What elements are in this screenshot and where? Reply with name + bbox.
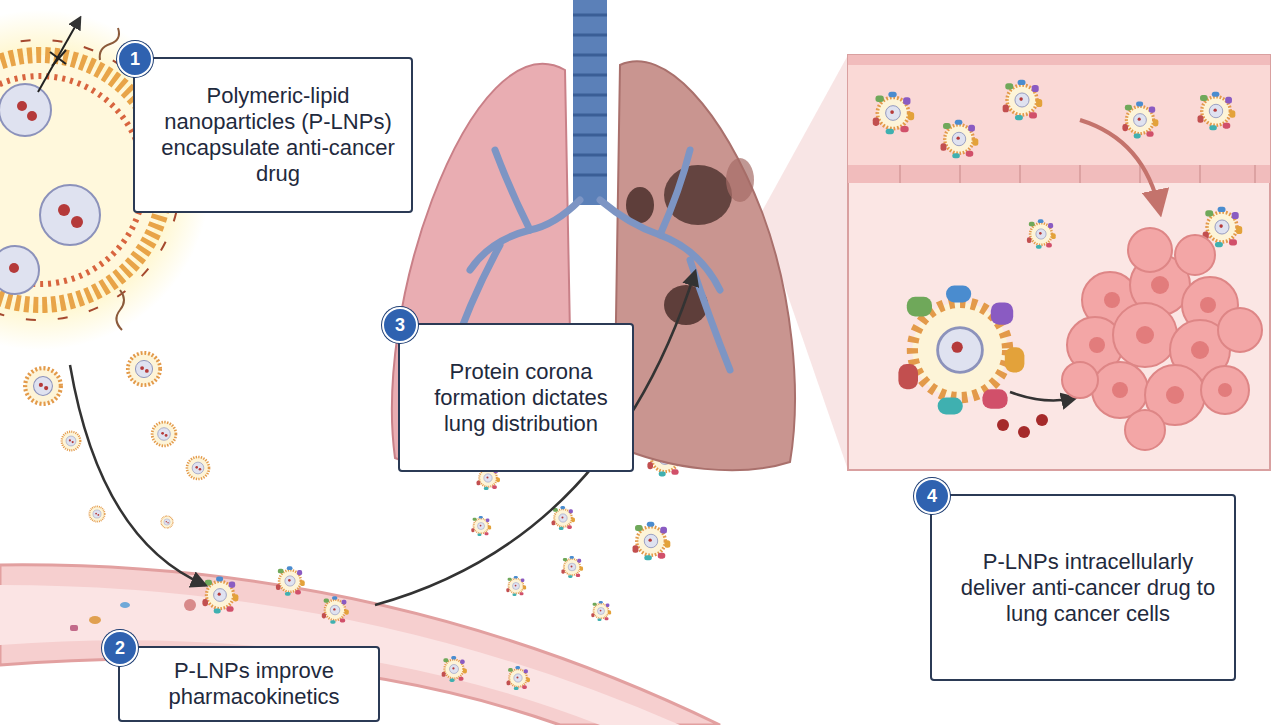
tumor-cells <box>1062 228 1262 450</box>
lungs <box>392 0 795 470</box>
step-box: 2P-LNPs improve pharmacokinetics <box>118 646 380 722</box>
step-text: P-LNPs improve pharmacokinetics <box>144 658 364 710</box>
inset-panel <box>848 55 1270 470</box>
step-text: Protein corona formation dictates lung d… <box>424 359 618 437</box>
nanoparticles <box>25 353 683 690</box>
step-box: 3Protein corona formation dictates lung … <box>398 323 634 472</box>
callout-number: 3 <box>382 307 418 343</box>
callout-number: 2 <box>102 630 138 666</box>
blood-vessel <box>0 565 720 725</box>
step-box: 4P-LNPs intracellularly deliver anti-can… <box>930 494 1236 681</box>
flow-arrow <box>375 272 695 605</box>
step-text: P-LNPs intracellularly deliver anti-canc… <box>956 549 1220 627</box>
step-text: Polymeric-lipid nanoparticles (P-LNPs) e… <box>159 83 397 187</box>
callout-number: 4 <box>914 478 950 514</box>
callout-number: 1 <box>117 41 153 77</box>
flow-arrow <box>70 365 205 585</box>
step-box: 1Polymeric-lipid nanoparticles (P-LNPs) … <box>133 57 413 213</box>
